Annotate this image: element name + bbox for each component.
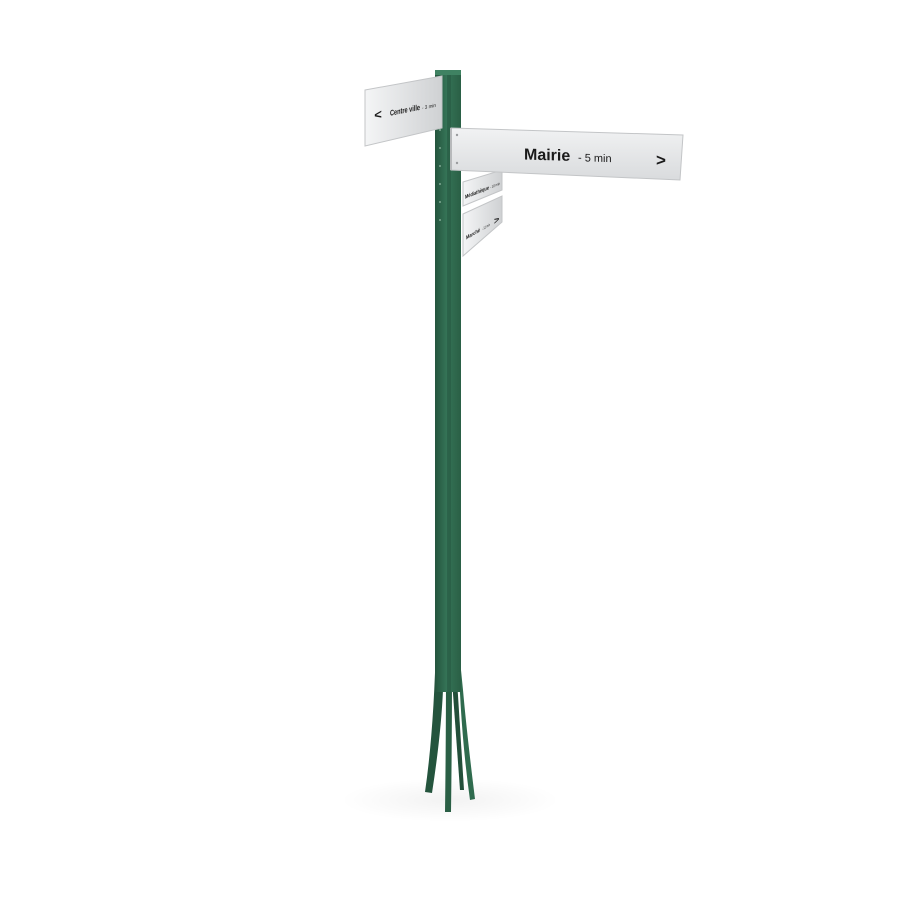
sign-mairie: Mairie - 5 min > <box>450 127 684 181</box>
sign-main-arrow: > <box>656 151 666 170</box>
sign-left-time: - 3 min <box>422 103 436 112</box>
sign-lower2-arrow: > <box>494 214 500 227</box>
sign-mediatheque: Médiathèque - 10 min <box>462 169 503 207</box>
signpost-pole <box>425 70 475 812</box>
sign-left-arrow: < <box>374 106 382 122</box>
sign-main-label: Mairie <box>524 146 570 164</box>
sign-lower2-time: - 12 min <box>482 222 490 231</box>
sign-marche: Marché - 12 min > <box>462 195 503 258</box>
sign-centre-ville: < Centre ville - 3 min <box>364 75 443 147</box>
sign-main-time: - 5 min <box>578 152 612 165</box>
sign-lower1-time: - 10 min <box>490 181 500 190</box>
